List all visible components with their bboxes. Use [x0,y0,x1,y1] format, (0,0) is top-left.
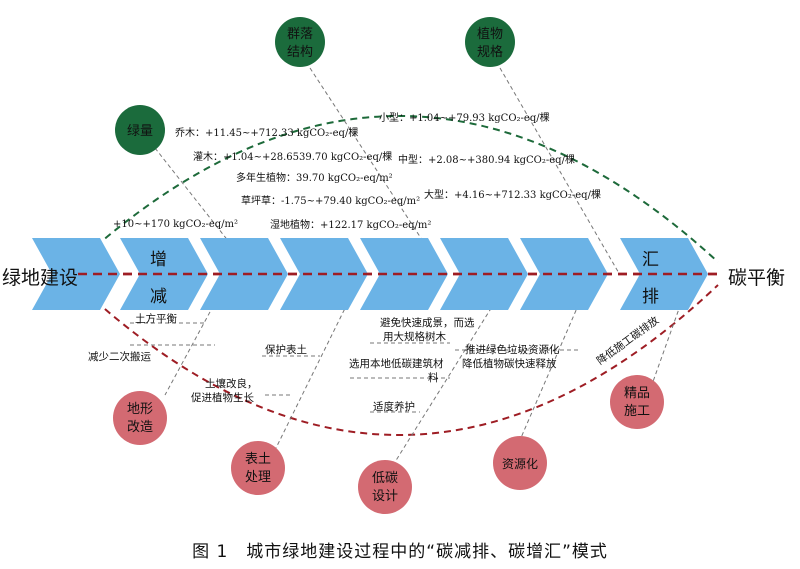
chevron-5 [360,238,448,310]
green-node-community-structure: 群落 结构 [275,17,325,67]
figure-caption: 图 1 城市绿地建设过程中的“碳减排、碳增汇”模式 [192,542,608,562]
moderate-care-text: 适度养护 [373,400,415,413]
red-node-low-carbon: 低碳 设计 [358,460,412,514]
increase-label-1: 增 [150,250,167,270]
svg-text:施工: 施工 [624,404,650,419]
svg-text:处理: 处理 [245,470,271,485]
reduce-label-1: 汇 [642,250,659,270]
red-node-resource: 资源化 [493,436,547,490]
local-material-text-2: 料 [428,371,439,384]
svg-text:地形: 地形 [127,402,153,417]
soil-improve-text-1: 土壤改良， [205,377,258,390]
chevron-1 [32,238,120,310]
left-label: 绿地建设 [2,267,78,289]
svg-text:改造: 改造 [127,420,153,435]
slow-release-text: 降低植物碳快速释放 [462,357,557,370]
chevron-2 [120,238,208,310]
svg-text:植物: 植物 [477,27,503,42]
svg-text:群落: 群落 [287,27,313,42]
red-node-topsoil: 表土 处理 [231,441,285,495]
svg-text:结构: 结构 [287,45,313,60]
svg-text:低碳: 低碳 [372,471,398,486]
increase-label-2: 减 [150,287,167,307]
green-quantity-range-text: +10~+170 kgCO₂-eq/m² [113,219,238,230]
green-dashed-arc [77,115,719,263]
process-chevrons [32,238,718,310]
svg-text:资源化: 资源化 [502,457,538,471]
green-node-green-quantity: 绿量 [115,105,165,155]
earthwork-balance-text: 土方平衡 [135,312,177,325]
red-node-construction: 精品 施工 [610,375,664,429]
svg-text:精品: 精品 [624,386,650,401]
svg-text:设计: 设计 [372,489,398,504]
large-size-text: 大型：+4.16~+712.33 kgCO₂-eq/棵 [424,188,601,201]
red-dashed-arc [77,284,719,436]
green-waste-text: 推进绿色垃圾资源化 [465,343,560,356]
upper-annotations: 乔木：+11.45~+712.33 kgCO₂-eq/棵 灌木：+1.04~+2… [113,111,601,231]
tree-sink-text: 乔木：+11.45~+712.33 kgCO₂-eq/棵 [175,126,358,139]
svg-text:绿量: 绿量 [127,124,153,139]
lower-annotations: 土方平衡 减少二次搬运 保护表土 土壤改良， 促进植物生长 避免快速成景，而选 … [88,312,662,413]
soil-improve-text-2: 促进植物生长 [191,391,254,404]
perennial-sink-text: 多年生植物：39.70 kgCO₂-eq/m² [236,171,393,184]
shrub-sink-text: 灌木：+1.04~+28.6539.70 kgCO₂-eq/棵 [193,150,392,163]
green-node-plant-size: 植物 规格 [465,17,515,67]
avoid-instant-text-2: 用大规格树木 [383,330,446,343]
medium-size-text: 中型：+2.08~+380.94 kgCO₂-eq/棵 [398,153,575,166]
protect-topsoil-text: 保护表土 [265,343,307,356]
red-node-terrain: 地形 改造 [113,391,167,445]
svg-text:表土: 表土 [245,452,271,467]
right-label: 碳平衡 [728,267,785,289]
small-size-text: 小型：+1.04~+79.93 kgCO₂-eq/棵 [379,111,550,124]
lawn-sink-text: 草坪草：-1.75~+79.40 kgCO₂-eq/m² [241,194,420,207]
reduce-label-2: 排 [642,287,659,307]
wetland-sink-text: 湿地植物：+122.17 kgCO₂-eq/m² [270,218,431,231]
local-material-text-1: 选用本地低碳建筑材 [349,357,444,370]
reduce-transport-text: 减少二次搬运 [88,350,151,363]
avoid-instant-text-1: 避免快速成景，而选 [380,316,475,329]
svg-text:规格: 规格 [477,44,503,60]
